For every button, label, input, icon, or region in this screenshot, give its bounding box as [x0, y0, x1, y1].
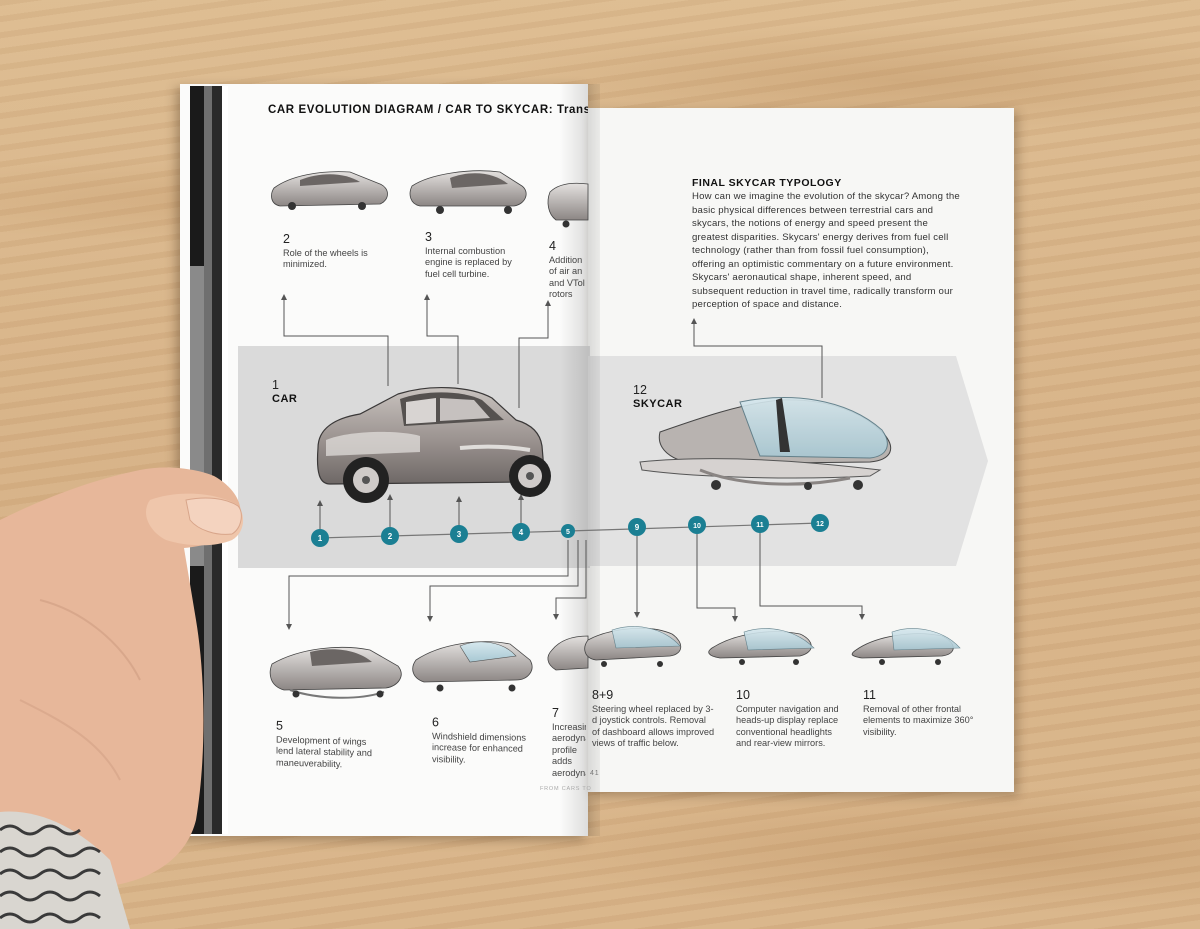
skycar-typology-title: FINAL SKYCAR TYPOLOGY — [692, 177, 842, 189]
vehicle-8-9 — [584, 626, 682, 667]
vehicle-7 — [547, 635, 589, 671]
caption-7: 7 Increasingly aerodynamic profile adds … — [552, 708, 586, 778]
vehicle-6 — [412, 641, 533, 692]
vehicle-4 — [547, 182, 589, 228]
vehicle-5 — [269, 646, 402, 699]
upper-connectors — [283, 298, 823, 408]
vehicle-10 — [708, 628, 815, 665]
node-label-2: 2 — [388, 532, 393, 541]
node-4 — [512, 523, 530, 541]
node-label-4: 4 — [519, 528, 524, 537]
skycar-label: SKYCAR — [633, 398, 683, 410]
skycar-typology-body: How can we imagine the evolution of the … — [692, 191, 960, 310]
vehicle-3 — [409, 170, 527, 214]
node-arrows — [319, 498, 522, 530]
hand — [0, 467, 244, 900]
node-12 — [811, 514, 829, 532]
caption-10: 10 Computer navigation and heads-up disp… — [736, 688, 839, 748]
node-9 — [628, 518, 646, 536]
node-5 — [561, 524, 575, 538]
timeline-node-labels: 1 2 3 4 5 9 10 11 12 — [318, 521, 824, 543]
car-number: 1 — [272, 378, 279, 392]
node-label-3: 3 — [457, 530, 462, 539]
skycar-number: 12 — [633, 383, 647, 397]
arrowheads-up — [281, 294, 697, 324]
node-1 — [311, 529, 329, 547]
vehicle-2 — [271, 171, 388, 210]
node-10 — [688, 516, 706, 534]
sleeve — [0, 811, 130, 929]
node-label-1: 1 — [318, 534, 323, 543]
caption-8-9: 8+9 Steering wheel replaced by 3-d joyst… — [592, 688, 715, 748]
timeline-line-left — [317, 530, 569, 539]
node-11 — [751, 515, 769, 533]
diagram-heading: CAR EVOLUTION DIAGRAM / CAR TO SKYCAR: T… — [268, 104, 588, 116]
car-label: CAR — [272, 393, 298, 405]
caption-3: 3 Internal combustion engine is replaced… — [425, 230, 512, 279]
node-label-12: 12 — [816, 521, 824, 528]
node-label-11: 11 — [756, 522, 764, 529]
timeline-nodes — [311, 514, 829, 547]
lower-connectors — [288, 532, 863, 626]
node-2 — [381, 527, 399, 545]
vehicle-11 — [851, 628, 961, 665]
page-number: 41 — [590, 770, 600, 777]
caption-2: 2 Role of the wheels is minimized. — [283, 232, 368, 269]
node-3 — [450, 525, 468, 543]
caption-4: 4 Addition of air an and VTol rotors — [549, 241, 585, 299]
main-car-illustration — [316, 387, 551, 503]
caption-11: 11 Removal of other frontal elements to … — [863, 688, 974, 737]
node-label-10: 10 — [693, 523, 701, 530]
node-label-9: 9 — [635, 523, 640, 532]
node-label-5: 5 — [566, 529, 570, 536]
left-folio: FROM CARS TO — [540, 786, 592, 792]
main-skycar-illustration — [639, 397, 892, 490]
